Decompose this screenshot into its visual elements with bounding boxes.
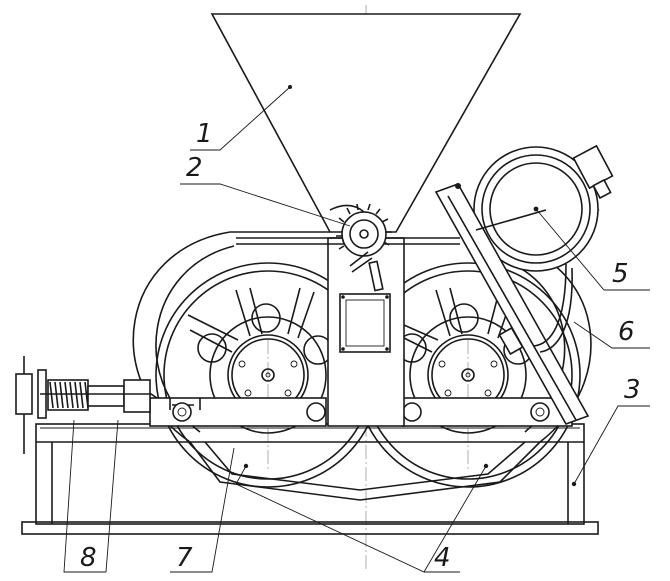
screw-adjuster xyxy=(15,356,151,454)
callout-2: 2 xyxy=(186,153,203,183)
leader-lines xyxy=(63,86,650,573)
callout-3: 3 xyxy=(624,375,641,405)
callout-7: 7 xyxy=(176,543,193,573)
callout-4: 4 xyxy=(434,543,451,573)
central-column xyxy=(236,237,460,427)
hopper xyxy=(210,13,522,233)
feed-roller xyxy=(329,203,392,292)
lower-housing xyxy=(189,441,541,501)
callout-5: 5 xyxy=(612,259,629,289)
callout-6: 6 xyxy=(618,317,635,347)
callout-labels: 1 2 3 4 5 6 7 8 xyxy=(80,119,641,573)
slide-plates xyxy=(149,397,573,427)
belt-frame xyxy=(434,183,590,425)
spring xyxy=(49,381,89,409)
left-wheel xyxy=(155,262,381,488)
callout-1: 1 xyxy=(196,119,213,149)
callout-8: 8 xyxy=(80,543,97,573)
